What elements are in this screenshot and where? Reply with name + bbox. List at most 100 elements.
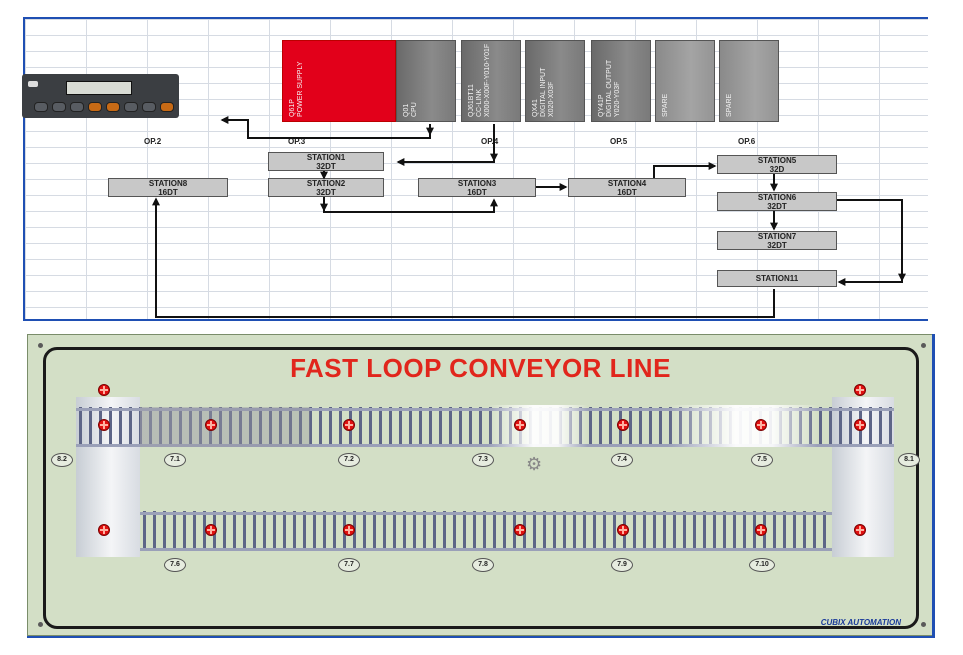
module-cc-link: QJ61BT11 CC-LINK X000-X00F-Y010-Y01F [461, 40, 521, 122]
upper-conveyor-highlight [668, 405, 818, 447]
stopper-icon [205, 524, 217, 536]
panel-title: FAST LOOP CONVEYOR LINE [290, 353, 671, 383]
station-5: STATION5 32D [717, 155, 837, 174]
stopper-icon [343, 524, 355, 536]
station-7: STATION7 32DT [717, 231, 837, 250]
stopper-icon [205, 419, 217, 431]
station-name: STATION4 [607, 179, 647, 188]
module-cpu: Q01 CPU [396, 40, 456, 122]
position-marker: 7.5 [751, 453, 773, 467]
module-spare: SPARE [719, 40, 779, 122]
station-name: STATION5 [757, 156, 797, 165]
station-8: STATION8 16DT [108, 178, 228, 197]
stopper-icon [854, 384, 866, 396]
stopper-icon [617, 419, 629, 431]
stopper-icon [98, 419, 110, 431]
station-type: 16DT [617, 188, 637, 197]
station-3: STATION3 16DT [418, 178, 536, 197]
stopper-icon [98, 524, 110, 536]
panel-border [27, 636, 935, 638]
link-cpu-hmi [220, 116, 431, 139]
screw-icon [921, 622, 926, 627]
upper-conveyor-rail [76, 444, 894, 447]
position-marker: 7.6 [164, 558, 186, 572]
station-name: STATION6 [757, 193, 797, 202]
station-name: STATION3 [457, 179, 497, 188]
upper-conveyor-rail [76, 408, 894, 411]
station-type: 32DT [767, 241, 787, 250]
station-1: STATION1 32DT [268, 152, 384, 171]
station-name: STATION1 [306, 153, 346, 162]
position-marker: 8.1 [898, 453, 920, 467]
station-type: 16DT [467, 188, 487, 197]
stopper-icon [755, 419, 767, 431]
hmi-screen [66, 81, 132, 95]
module-spare: SPARE [655, 40, 715, 122]
hmi-button-icon [70, 102, 84, 112]
module-power-supply: Q61P POWER SUPPLY [282, 40, 396, 122]
position-marker: 7.3 [472, 453, 494, 467]
position-marker: 7.10 [749, 558, 775, 572]
station-name: STATION7 [757, 232, 797, 241]
station-11: STATION11 [717, 270, 837, 287]
lower-conveyor-rail [140, 548, 832, 551]
connection-arrows [152, 116, 906, 318]
hmi-button-icon [142, 102, 156, 112]
station-name: STATION2 [306, 179, 346, 188]
upper-conveyor-highlight [488, 405, 588, 447]
diagram-border [23, 319, 928, 321]
link-cclink-s1 [396, 124, 495, 166]
conveyor-panel: FAST LOOP CONVEYOR LINE 8.2 8.1 7.1 7.2 … [27, 334, 934, 636]
position-marker: 7.1 [164, 453, 186, 467]
stopper-icon [755, 524, 767, 536]
position-marker: 7.4 [611, 453, 633, 467]
op-label: OP.6 [738, 137, 756, 146]
station-type: 32DT [767, 202, 787, 211]
hmi-button-icon [124, 102, 138, 112]
hmi-button-icon [34, 102, 48, 112]
robot-icon: ⚙ [526, 454, 543, 474]
lower-conveyor-rollers [140, 511, 832, 551]
hmi-logo-icon [28, 81, 38, 87]
station-type: 16DT [158, 188, 178, 197]
position-marker: 7.9 [611, 558, 633, 572]
stopper-icon [854, 524, 866, 536]
lower-conveyor-rail [140, 512, 832, 515]
station-type: 32D [769, 165, 785, 174]
panel-border [932, 334, 935, 636]
hmi-operator-panel [22, 74, 179, 118]
position-marker: 7.2 [338, 453, 360, 467]
module-digital-output: QY41P DIGITAL OUTPUT Y020-Y03F [591, 40, 651, 122]
link-s2-s3 [323, 197, 498, 213]
position-marker: 7.7 [338, 558, 360, 572]
stopper-icon [98, 384, 110, 396]
station-name: STATION8 [148, 179, 188, 188]
brand-label: CUBIX AUTOMATION [820, 618, 901, 627]
station-6: STATION6 32DT [717, 192, 837, 211]
link-s4-s5 [653, 162, 717, 178]
panel-frame [43, 347, 919, 629]
upper-conveyor-shading [140, 407, 310, 447]
hmi-button-icon [52, 102, 66, 112]
op-label: OP.5 [610, 137, 628, 146]
station-4: STATION4 16DT [568, 178, 686, 197]
station-type: 32DT [316, 162, 336, 171]
op-label: OP.4 [481, 137, 499, 146]
op-label: OP.3 [288, 137, 306, 146]
op-label: OP.2 [144, 137, 162, 146]
hmi-button-icon [106, 102, 120, 112]
link-s11-s8 [152, 197, 775, 318]
hmi-button-icon [160, 102, 174, 112]
module-digital-input: QX41 DIGITAL INPUT X020-X03F [525, 40, 585, 122]
station-type: 32DT [316, 188, 336, 197]
station-name: STATION11 [755, 274, 799, 283]
position-marker: 8.2 [51, 453, 73, 467]
stopper-icon [343, 419, 355, 431]
stopper-icon [617, 524, 629, 536]
screw-icon [38, 622, 43, 627]
stopper-icon [854, 419, 866, 431]
stopper-icon [514, 419, 526, 431]
hmi-button-icon [88, 102, 102, 112]
position-marker: 7.8 [472, 558, 494, 572]
screw-icon [921, 343, 926, 348]
